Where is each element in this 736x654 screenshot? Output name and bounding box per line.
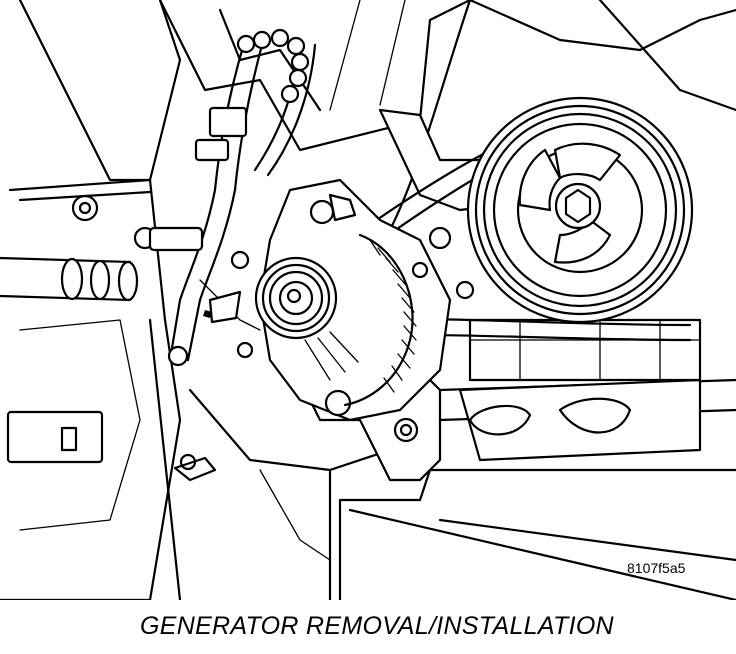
figure-caption: GENERATOR REMOVAL/INSTALLATION: [140, 612, 614, 640]
engine-block-outline: [18, 0, 736, 600]
crankshaft-pulley: [466, 96, 694, 324]
generator: [254, 178, 452, 422]
engine-illustration: [0, 0, 736, 600]
figure-code: 8107f5a5: [627, 560, 686, 576]
wiring-harness: [148, 28, 317, 367]
mounting-bolts: [203, 250, 429, 359]
tensioner-block: [468, 318, 702, 382]
coolant-tube: [0, 256, 139, 302]
